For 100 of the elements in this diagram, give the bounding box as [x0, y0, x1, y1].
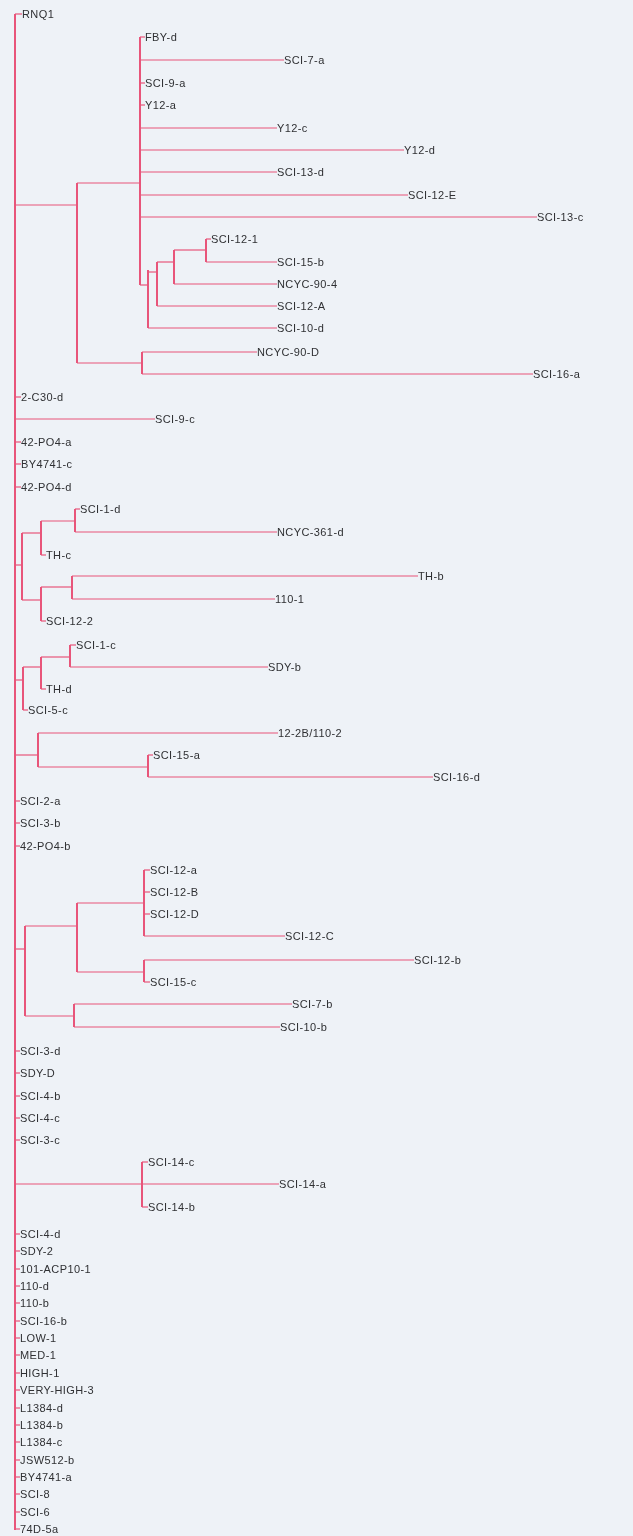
branch-connector — [76, 971, 145, 973]
branch-connector — [69, 666, 269, 668]
branch-connector — [74, 508, 81, 510]
taxon-label: JSW512-b — [20, 1453, 75, 1467]
taxon-label: SDY-b — [268, 660, 302, 674]
taxon-label: 42-PO4-a — [21, 435, 72, 449]
branch-connector — [14, 1320, 21, 1322]
branch-connector — [139, 216, 538, 218]
taxon-label: SCI-4-d — [20, 1227, 61, 1241]
branch-connector — [71, 598, 276, 600]
branch-connector — [14, 13, 23, 15]
branch-connector — [139, 194, 409, 196]
taxon-label: SCI-12-D — [150, 907, 200, 921]
taxon-label: SCI-16-a — [533, 367, 581, 381]
taxon-label: SCI-16-b — [20, 1314, 68, 1328]
taxon-label: SCI-3-c — [20, 1133, 61, 1147]
branch-connector — [141, 373, 534, 375]
taxon-label: L1384-d — [20, 1401, 64, 1415]
branch-connector — [14, 1233, 21, 1235]
branch-connector — [147, 271, 158, 273]
branch-connector — [40, 688, 47, 690]
branch-line — [76, 903, 78, 972]
taxon-label: SCI-14-c — [148, 1155, 195, 1169]
branch-line — [147, 755, 149, 777]
branch-line — [21, 533, 23, 600]
taxon-label: SCI-10-d — [277, 321, 325, 335]
branch-connector — [205, 238, 212, 240]
branch-connector — [156, 261, 175, 263]
branch-connector — [14, 1424, 21, 1426]
branch-line — [24, 926, 26, 1016]
branch-connector — [14, 1441, 21, 1443]
taxon-label: FBY-d — [145, 30, 178, 44]
branch-connector — [143, 935, 286, 937]
taxon-label: 42-PO4-d — [21, 480, 72, 494]
branch-connector — [143, 913, 151, 915]
taxon-label: SCI-12-B — [150, 885, 199, 899]
branch-line — [40, 521, 42, 555]
branch-connector — [76, 902, 145, 904]
taxon-label: Y12-a — [145, 98, 177, 112]
branch-connector — [40, 620, 47, 622]
branch-connector — [14, 1372, 21, 1374]
taxon-label: SCI-7-a — [284, 53, 325, 67]
branch-line — [14, 14, 16, 1530]
branch-connector — [14, 1354, 21, 1356]
branch-connector — [141, 1206, 149, 1208]
branch-line — [141, 352, 143, 374]
branch-connector — [147, 776, 434, 778]
branch-connector — [14, 679, 24, 681]
branch-connector — [143, 869, 151, 871]
branch-connector — [14, 1095, 21, 1097]
branch-line — [205, 239, 207, 262]
branch-connector — [14, 1528, 21, 1530]
taxon-label: SCI-14-b — [148, 1200, 196, 1214]
taxon-label: SCI-14-a — [279, 1177, 327, 1191]
taxon-label: SCI-3-b — [20, 816, 61, 830]
branch-connector — [22, 709, 29, 711]
taxon-label: 101-ACP10-1 — [20, 1262, 92, 1276]
taxon-label: BY4741-c — [21, 457, 73, 471]
taxon-label: SCI-13-d — [277, 165, 325, 179]
taxon-label: SCI-2-a — [20, 794, 61, 808]
taxon-label: HIGH-1 — [20, 1366, 60, 1380]
branch-connector — [14, 822, 21, 824]
taxon-label: L1384-b — [20, 1418, 64, 1432]
branch-connector — [14, 204, 78, 206]
branch-connector — [14, 1072, 21, 1074]
branch-connector — [139, 284, 149, 286]
taxon-label: BY4741-a — [20, 1470, 73, 1484]
branch-connector — [14, 1476, 21, 1478]
taxon-label: SCI-4-b — [20, 1089, 61, 1103]
branch-connector — [139, 149, 405, 151]
taxon-label: SCI-12-C — [285, 929, 335, 943]
branch-connector — [14, 1183, 143, 1185]
branch-connector — [14, 1285, 21, 1287]
taxon-label: SCI-6 — [20, 1505, 51, 1519]
taxon-label: SCI-1-d — [80, 502, 121, 516]
taxon-label: L1384-c — [20, 1435, 63, 1449]
branch-line — [22, 667, 24, 710]
branch-connector — [40, 656, 71, 658]
branch-connector — [14, 463, 22, 465]
taxon-label: SCI-7-b — [292, 997, 333, 1011]
branch-connector — [14, 1389, 21, 1391]
branch-line — [69, 645, 71, 667]
branch-connector — [14, 486, 22, 488]
taxon-label: SCI-15-c — [150, 975, 197, 989]
branch-connector — [22, 666, 42, 668]
taxon-label: RNQ1 — [22, 7, 55, 21]
branch-connector — [73, 1026, 281, 1028]
taxon-label: TH-c — [46, 548, 72, 562]
branch-line — [139, 37, 141, 285]
branch-connector — [14, 564, 23, 566]
taxon-label: SCI-13-c — [537, 210, 584, 224]
branch-connector — [14, 800, 21, 802]
branch-connector — [173, 249, 207, 251]
taxon-label: LOW-1 — [20, 1331, 57, 1345]
taxon-label: TH-d — [46, 682, 73, 696]
branch-connector — [14, 1511, 21, 1513]
branch-connector — [14, 1268, 21, 1270]
branch-connector — [141, 1183, 280, 1185]
branch-connector — [71, 575, 419, 577]
taxon-label: TH-b — [418, 569, 445, 583]
